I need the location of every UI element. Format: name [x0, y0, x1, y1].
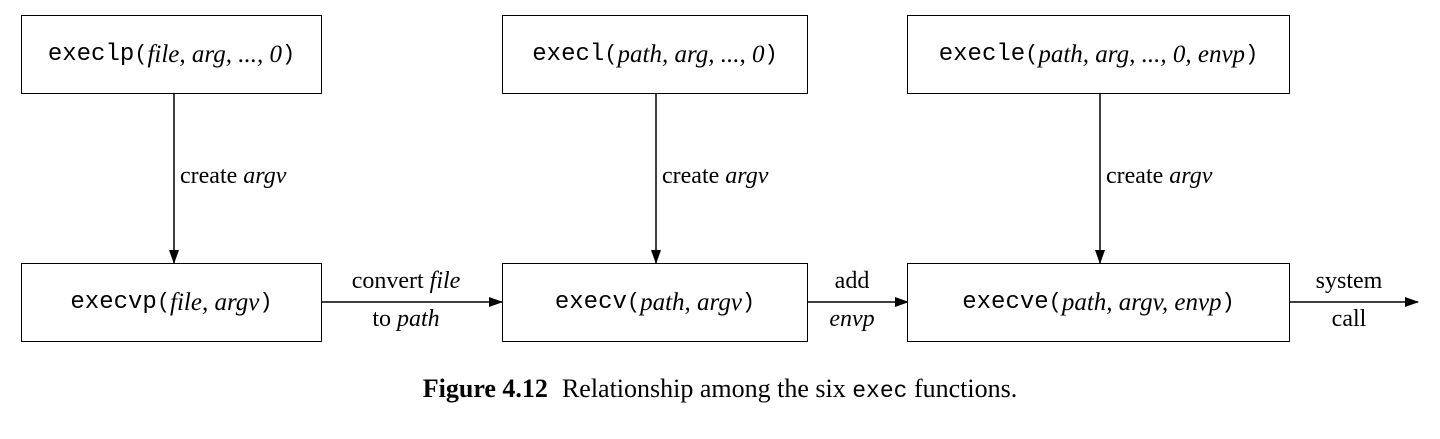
caption-mono: exec [852, 378, 908, 404]
execl-box: execl(path, arg, ..., 0) [502, 15, 808, 94]
argv-word: argv [243, 163, 287, 189]
close-paren: ) [764, 42, 778, 67]
system-word: system [1315, 268, 1383, 294]
execvp-name: execvp [70, 289, 157, 316]
open-paren: ( [1025, 42, 1039, 67]
call-word: call [1331, 306, 1367, 332]
open-paren: ( [626, 290, 641, 315]
path-word: path [397, 306, 440, 332]
add-label: add [812, 268, 892, 295]
open-paren: ( [1048, 290, 1062, 315]
execlp-box: execlp(file, arg, ..., 0) [21, 15, 322, 94]
create-word: create [662, 163, 720, 189]
execlp-args: file, arg, ..., 0 [147, 40, 282, 68]
execlp-name: execlp [47, 41, 135, 68]
caption-text-after: functions. [913, 374, 1018, 403]
open-paren: ( [604, 42, 618, 67]
envp-label: envp [812, 306, 892, 333]
file-word: file [429, 268, 461, 294]
caption-text-before: Relationship among the six [561, 374, 846, 403]
envp-word: envp [829, 306, 875, 332]
to-word: to [372, 306, 391, 332]
close-paren: ) [281, 42, 296, 67]
execv-args: path, argv [640, 288, 742, 316]
system-label: system [1294, 268, 1404, 295]
create-word: create [1106, 163, 1164, 189]
close-paren: ) [1245, 42, 1259, 67]
open-paren: ( [134, 42, 148, 67]
execve-name: execve [962, 289, 1049, 316]
open-paren: ( [156, 290, 171, 315]
close-paren: ) [741, 290, 756, 315]
execle-name: execle [938, 41, 1026, 68]
argv-word: argv [725, 163, 769, 189]
convert-word: convert [351, 268, 424, 294]
create-argv-label-3: create argv [1106, 163, 1212, 190]
to-path-label: to path [328, 306, 484, 333]
figure-number: Figure 4.12 [422, 374, 548, 403]
argv-word: argv [1169, 163, 1213, 189]
execvp-box: execvp(file, argv) [21, 263, 322, 342]
execve-box: execve(path, argv, envp) [907, 263, 1290, 342]
execv-name: execv [554, 289, 627, 316]
execl-name: execl [532, 41, 605, 68]
create-argv-label-2: create argv [662, 163, 768, 190]
create-word: create [180, 163, 238, 189]
execv-box: execv(path, argv) [502, 263, 808, 342]
figure-caption: Figure 4.12 Relationship among the six ex… [0, 374, 1440, 404]
call-label: call [1294, 306, 1404, 333]
execle-args: path, arg, ..., 0, envp [1038, 40, 1246, 68]
close-paren: ) [1221, 290, 1235, 315]
execvp-args: file, argv [170, 288, 260, 316]
add-word: add [834, 268, 870, 294]
create-argv-label-1: create argv [180, 163, 286, 190]
execve-args: path, argv, envp [1061, 288, 1222, 316]
execl-args: path, arg, ..., 0 [617, 40, 765, 68]
close-paren: ) [259, 290, 273, 315]
convert-file-label: convert file [328, 268, 484, 295]
execle-box: execle(path, arg, ..., 0, envp) [907, 15, 1290, 94]
